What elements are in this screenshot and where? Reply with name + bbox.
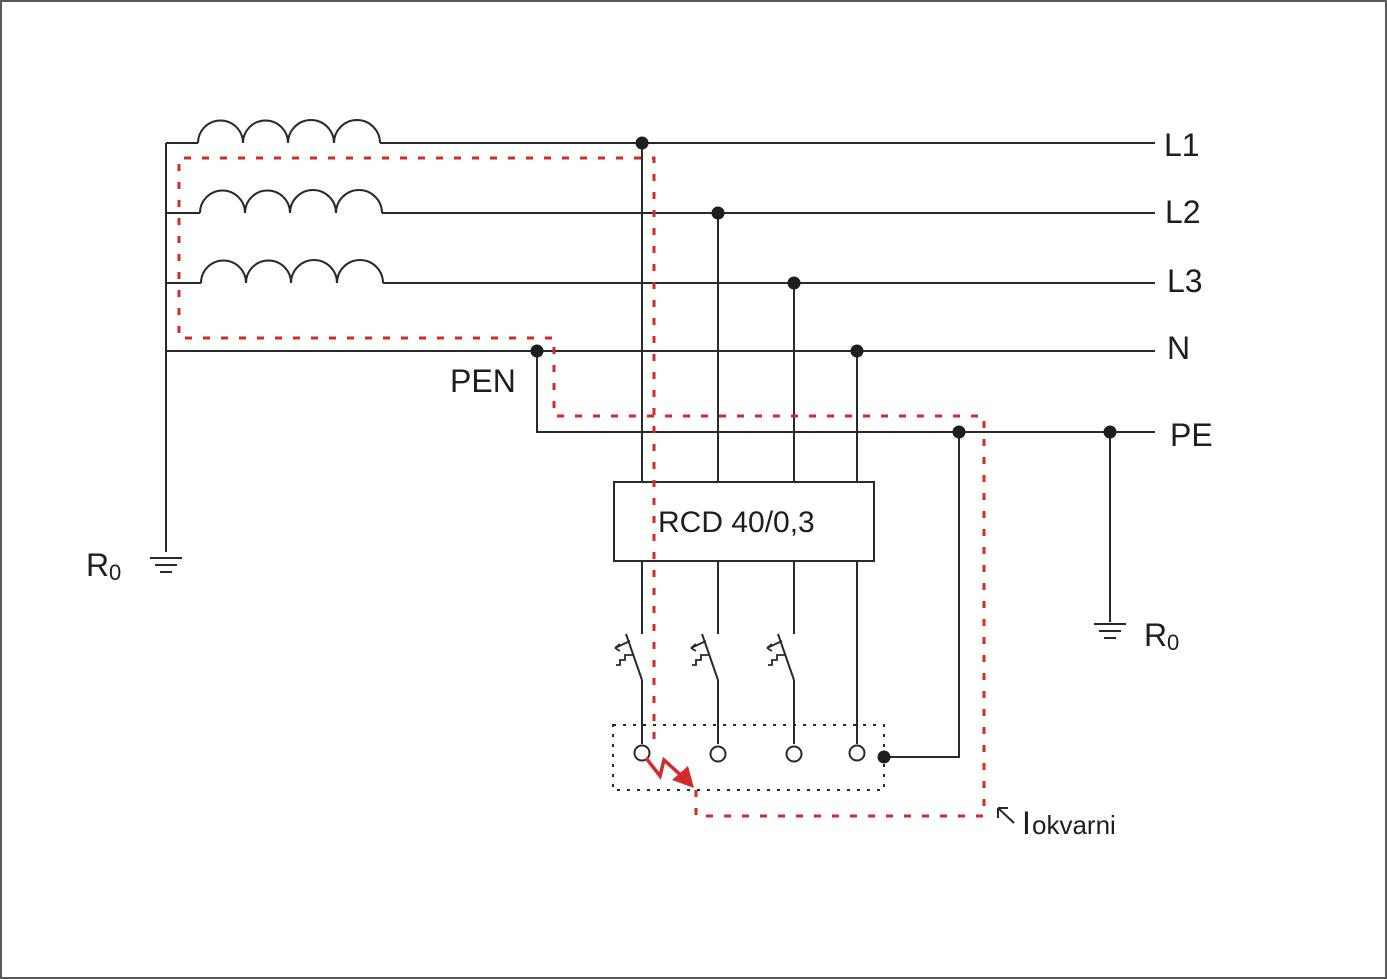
junction-l2 — [711, 206, 725, 220]
junction-enclosure — [877, 750, 891, 764]
breaker-l3 — [766, 633, 795, 744]
breaker-l2 — [690, 633, 719, 744]
conductor-pe — [536, 351, 1155, 433]
label-n: N — [1167, 330, 1190, 366]
label-l1: L1 — [1164, 127, 1200, 163]
earth-resistance-right-label: R 0 — [1144, 617, 1179, 655]
pe-to-enclosure — [884, 432, 960, 758]
junction-pe — [952, 425, 966, 439]
transformer-winding-l3 — [166, 259, 384, 284]
transformer-winding-l2 — [166, 189, 383, 214]
earth-resistance-left-label: R 0 — [86, 547, 121, 585]
earth-symbol-left — [150, 557, 182, 573]
transformer-winding-l1 — [166, 119, 381, 144]
label-pen: PEN — [450, 363, 516, 399]
terminal-n — [848, 744, 866, 762]
junction-n — [850, 344, 864, 358]
terminal-l2 — [709, 745, 727, 763]
label-l2: L2 — [1165, 194, 1201, 230]
svg-text:I: I — [1022, 805, 1031, 841]
junction-pen — [530, 344, 544, 358]
fault-current-path — [177, 156, 986, 818]
svg-text:0: 0 — [109, 560, 121, 585]
svg-text:0: 0 — [1167, 630, 1179, 655]
breaker-l1 — [614, 633, 643, 744]
load-enclosure — [612, 724, 885, 791]
terminal-l1 — [633, 744, 651, 762]
earth-symbol-right — [1094, 623, 1126, 639]
terminal-l3 — [785, 745, 803, 763]
fault-arc-icon — [644, 756, 694, 788]
junction-l3 — [787, 276, 801, 290]
fault-current-label: I okvarni — [1022, 805, 1116, 841]
svg-text:R: R — [86, 547, 109, 583]
svg-text:okvarni: okvarni — [1032, 810, 1116, 840]
svg-text:R: R — [1144, 617, 1167, 653]
junction-l1 — [635, 136, 649, 150]
label-l3: L3 — [1167, 263, 1203, 299]
fault-current-arrow-icon — [997, 807, 1015, 824]
junction-pe-earth — [1103, 425, 1117, 439]
label-pe: PE — [1170, 417, 1213, 453]
rcd-label: RCD 40/0,3 — [658, 506, 815, 539]
rcd-box — [613, 481, 875, 562]
